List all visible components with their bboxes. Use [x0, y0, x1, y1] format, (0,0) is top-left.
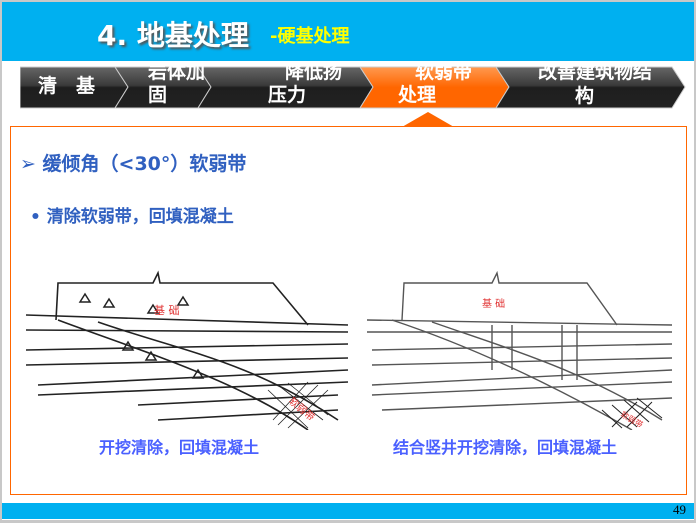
label-foundation: 基 础: [482, 297, 505, 310]
nav-label-gaishan-2: 构: [575, 85, 595, 107]
nav-chevrons: [20, 66, 686, 109]
nav-label-qingji: 清 基: [38, 75, 96, 97]
nav-label-ruanruodai: 软弱带处理: [398, 61, 473, 106]
page-subtitle: -硬基处理: [270, 26, 350, 47]
bullet-item: • 清除软弱带，回填混凝土: [30, 207, 234, 227]
nav-item-gaishan[interactable]: [495, 66, 686, 109]
page-number: 49: [673, 502, 686, 517]
active-pointer: [402, 112, 454, 127]
figure-excavation: 基 础 软弱带: [25, 270, 349, 430]
nav-label-jiangdi: 降低扬压力: [268, 61, 343, 106]
content-box: [10, 126, 687, 495]
label-foundation: 基 础: [154, 304, 180, 317]
process-nav: 清 基 岩体加固 降低扬压力 软弱带处理 改善建筑物结 构: [20, 61, 686, 109]
label-weak-zone: 软弱带: [619, 409, 645, 430]
nav-label-yantijiagu: 岩体加固: [148, 61, 206, 106]
figure-shaft-excavation: 基 础 软弱带: [366, 270, 673, 430]
caption-left: 开挖清除，回填混凝土: [99, 438, 260, 457]
section-heading: ➢ 缓倾角（<30°）软弱带: [20, 153, 247, 175]
footer-bar: 49: [2, 502, 694, 519]
caption-right: 结合竖井开挖清除，回填混凝土: [393, 438, 618, 457]
nav-label-gaishan-1: 改善建筑物结: [538, 61, 653, 83]
header-bar: 4. 地基处理 -硬基处理: [2, 2, 694, 61]
page-title: 4. 地基处理: [97, 19, 249, 52]
